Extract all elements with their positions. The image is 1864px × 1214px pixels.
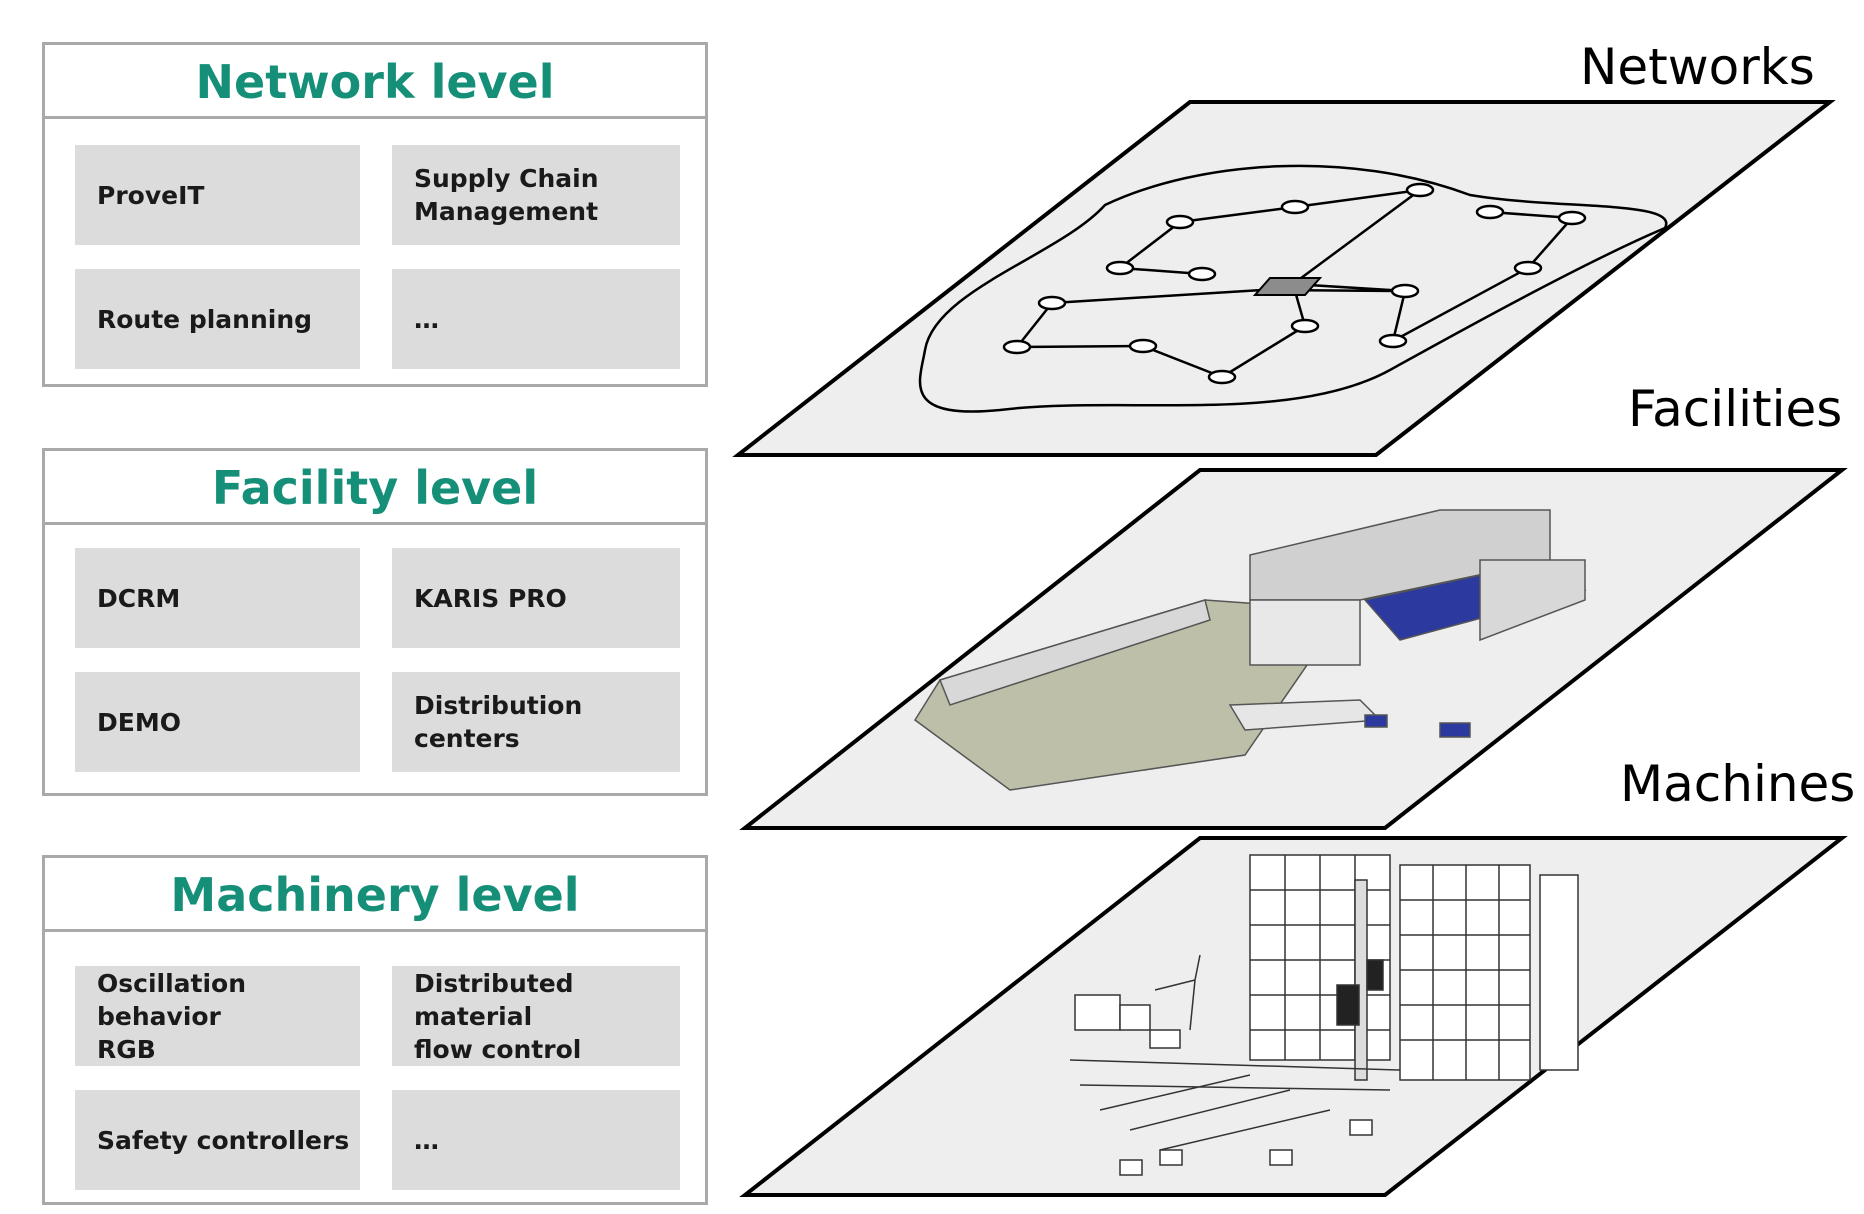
machinery-item-more: … <box>392 1090 680 1190</box>
warehouse-rack-2 <box>1399 864 1531 1081</box>
facility-level-title: Facility level <box>45 451 705 525</box>
facility-item-distribution-centers: Distribution centers <box>392 672 680 772</box>
facility-wall <box>938 599 1211 706</box>
truck <box>1074 994 1121 1031</box>
machinery-level-title: Machinery level <box>45 858 705 932</box>
machinery-item-material-flow: Distributed material flow control <box>392 966 680 1066</box>
machine-illustration <box>1069 854 1579 1176</box>
facility-item-dcrm: DCRM <box>75 548 360 648</box>
facility-vehicle <box>1439 722 1471 738</box>
machines-label: Machines <box>1620 755 1856 813</box>
network-level-box: Network level ProveIT Supply Chain Manag… <box>42 42 708 387</box>
network-item-supply-chain: Supply Chain Management <box>392 145 680 245</box>
facility-tower-front <box>1249 599 1361 666</box>
pallet-1 <box>1149 1029 1181 1049</box>
facility-level-box: Facility level DCRM KARIS PRO DEMO Distr… <box>42 448 708 796</box>
network-hub <box>1252 277 1323 296</box>
stacker-crane-mast <box>1354 879 1368 1081</box>
network-nodes <box>1002 182 1587 385</box>
warehouse-rack-3 <box>1539 874 1579 1071</box>
network-region-outline <box>918 164 1668 413</box>
pallet-5 <box>1349 1119 1373 1136</box>
truck-cab <box>1119 1004 1151 1031</box>
pallet-4 <box>1269 1149 1293 1166</box>
facility-item-demo: DEMO <box>75 672 360 772</box>
crane-cable <box>1154 954 1201 1031</box>
facility-vehicle-2 <box>1364 714 1388 728</box>
machinery-level-box: Machinery level Oscillation behavior RGB… <box>42 855 708 1205</box>
facility-item-karis-pro: KARIS PRO <box>392 548 680 648</box>
stacker-crane-carriage-2 <box>1366 959 1384 991</box>
conveyor-lines <box>1069 1059 1401 1151</box>
network-item-proveit: ProveIT <box>75 145 360 245</box>
machinery-item-safety: Safety controllers <box>75 1090 360 1190</box>
networks-label: Networks <box>1580 38 1815 96</box>
network-level-title: Network level <box>45 45 705 119</box>
machinery-item-oscillation: Oscillation behavior RGB <box>75 966 360 1066</box>
network-item-route-planning: Route planning <box>75 269 360 369</box>
facility-annex <box>1479 559 1586 642</box>
stacker-crane-carriage <box>1336 984 1360 1026</box>
facilities-label: Facilities <box>1628 380 1843 438</box>
pallet-2 <box>1119 1159 1143 1176</box>
network-item-more: … <box>392 269 680 369</box>
pallet-3 <box>1159 1149 1183 1166</box>
network-graph <box>918 164 1668 413</box>
facility-illustration <box>913 509 1587 791</box>
